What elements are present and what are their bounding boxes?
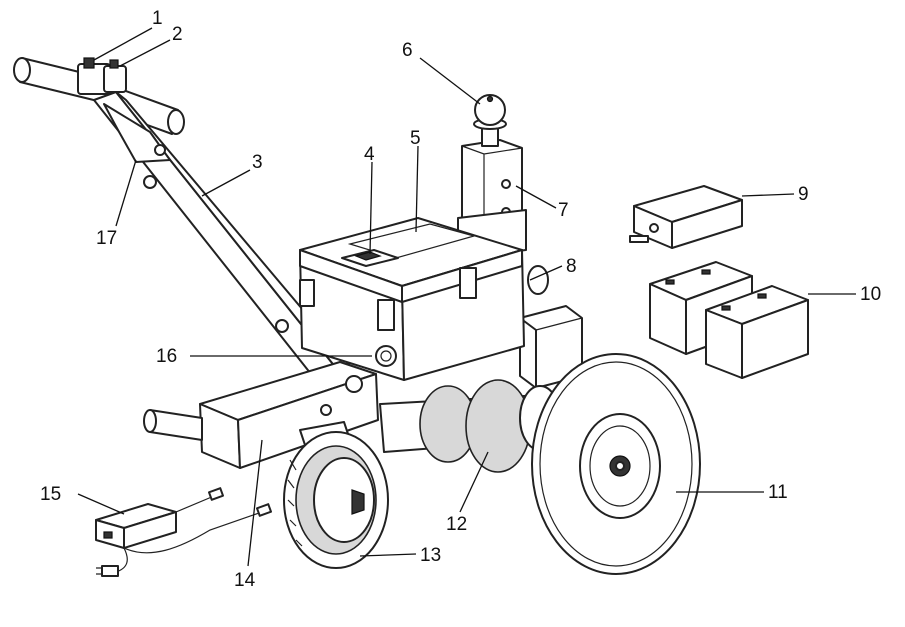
- callout-17: 17: [96, 228, 117, 249]
- leader-8: [529, 265, 563, 281]
- leader-15: [77, 493, 125, 515]
- leader-3: [201, 169, 251, 197]
- callout-5: 5: [410, 128, 421, 149]
- callout-10: 10: [860, 284, 881, 305]
- callout-7: 7: [558, 200, 569, 221]
- callout-8: 8: [566, 256, 577, 277]
- box-switch: [341, 249, 399, 267]
- circuit-breaker: [629, 185, 743, 249]
- battery-charger: [95, 487, 273, 577]
- callout-11: 11: [768, 482, 788, 503]
- callout-13: 13: [420, 545, 441, 566]
- caster-wheel: [283, 421, 389, 569]
- callout-15: 15: [40, 484, 61, 505]
- leader-6: [419, 57, 481, 105]
- callout-4: 4: [364, 144, 375, 165]
- leader-2: [119, 39, 171, 67]
- callout-9: 9: [798, 184, 809, 205]
- leader-13: [359, 553, 417, 557]
- hitch-post: [457, 139, 527, 259]
- main-wheel: [531, 353, 701, 575]
- hitch-ball: [473, 94, 507, 147]
- callout-2: 2: [172, 24, 183, 45]
- callout-3: 3: [252, 152, 263, 173]
- leader-9: [741, 193, 795, 197]
- callout-1: 1: [152, 8, 163, 29]
- leader-12: [459, 451, 489, 513]
- leader-17: [115, 159, 137, 227]
- leader-1: [93, 27, 153, 61]
- leader-7: [515, 185, 557, 209]
- battery-front: [705, 285, 809, 379]
- frame-tongue: [143, 361, 379, 469]
- callout-12: 12: [446, 514, 467, 535]
- handle-switch: [77, 57, 127, 95]
- callout-16: 16: [156, 346, 177, 367]
- callouts: 1 2 3 4 5 6 7 8 9 10 11 12 13 14 15 16 1…: [40, 8, 881, 591]
- leader-lines: [77, 27, 856, 567]
- leader-5: [415, 145, 419, 233]
- battery-box: [299, 217, 549, 381]
- leader-4: [369, 161, 373, 255]
- leader-14: [247, 439, 263, 567]
- callout-14: 14: [234, 570, 256, 591]
- callout-6: 6: [402, 40, 413, 61]
